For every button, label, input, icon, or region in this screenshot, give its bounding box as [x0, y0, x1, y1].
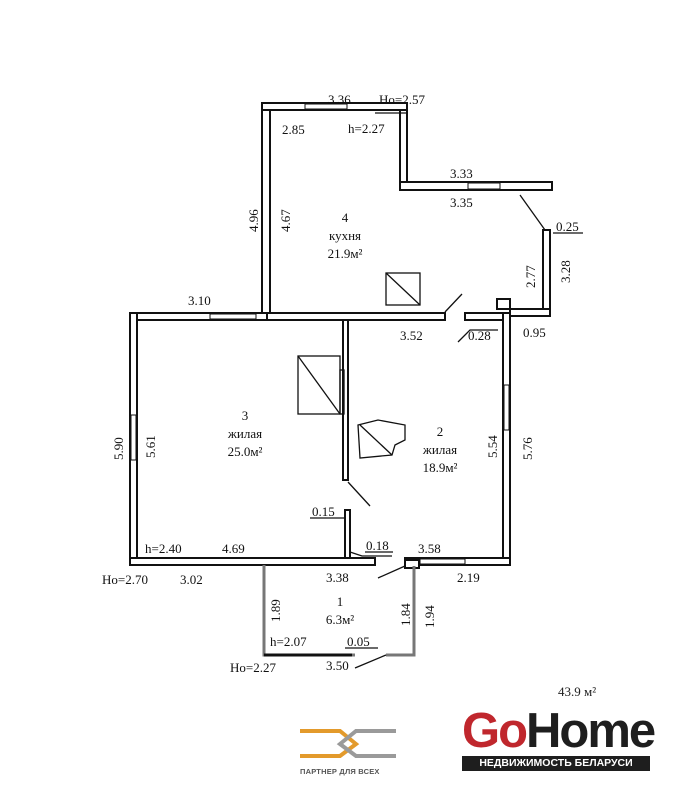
dim: 5.90: [111, 437, 126, 460]
dim: 2.19: [457, 570, 480, 585]
dim: 3.36: [328, 92, 351, 107]
room-1-area: 6.3м²: [326, 612, 354, 627]
dim: h=2.40: [145, 541, 182, 556]
dim: 1.89: [268, 599, 283, 622]
dim: 0.18: [366, 538, 389, 553]
dim: 4.96: [246, 209, 261, 232]
door-swings: [347, 194, 546, 669]
room-4-number: 4: [342, 210, 349, 225]
partner-tagline: ПАРТНЕР ДЛЯ ВСЕХ: [300, 767, 380, 776]
dim: 4.67: [278, 209, 293, 232]
total-area: 43.9 м²: [558, 684, 597, 699]
dim: Hо=2.27: [230, 660, 276, 675]
room-3-name: жилая: [227, 426, 262, 441]
dim: h=2.27: [348, 121, 385, 136]
dim: 0.25: [556, 219, 579, 234]
room-4-name: кухня: [329, 228, 361, 243]
dim: 3.50: [326, 658, 349, 673]
dim: 5.54: [485, 435, 500, 458]
room-1-number: 1: [337, 594, 344, 609]
dim: 3.35: [450, 195, 473, 210]
dim: 5.61: [143, 435, 158, 458]
dim: 4.69: [222, 541, 245, 556]
dim: 3.58: [418, 541, 441, 556]
room-2-name: жилая: [422, 442, 457, 457]
room-3-area: 25.0м²: [228, 444, 263, 459]
partner-logo-icon: [300, 729, 396, 758]
dim: 3.33: [450, 166, 473, 181]
dim: 3.10: [188, 293, 211, 308]
gohome-tagline: НЕДВИЖИМОСТЬ БЕЛАРУСИ: [462, 756, 650, 771]
dim: 0.95: [523, 325, 546, 340]
dim: 5.76: [520, 437, 535, 460]
dim: 0.05: [347, 634, 370, 649]
room-4-area: 21.9м²: [328, 246, 363, 261]
dim: 3.02: [180, 572, 203, 587]
dim: 2.77: [523, 265, 538, 288]
stoves: [297, 272, 421, 459]
dim: 3.52: [400, 328, 423, 343]
gohome-go: Go: [462, 704, 528, 758]
dim: 3.38: [326, 570, 349, 585]
dim: 3.28: [558, 260, 573, 283]
dim: Hо=2.70: [102, 572, 148, 587]
gohome-logo: GoHome: [462, 704, 656, 758]
room-2-area: 18.9м²: [423, 460, 458, 475]
dimension-labels: 3.36 Hо=2.57 2.85 h=2.27 3.33 3.35 0.25 …: [102, 92, 579, 675]
room-2-number: 2: [437, 424, 444, 439]
dim: Hо=2.57: [379, 92, 425, 107]
dim: 1.94: [422, 605, 437, 628]
dim: 2.85: [282, 122, 305, 137]
dim: 1.84: [398, 603, 413, 626]
room-3-number: 3: [242, 408, 249, 423]
walls: [129, 102, 553, 657]
dim: 0.28: [468, 328, 491, 343]
gohome-home: Home: [526, 704, 656, 758]
dim: 0.15: [312, 504, 335, 519]
dim: h=2.07: [270, 634, 307, 649]
